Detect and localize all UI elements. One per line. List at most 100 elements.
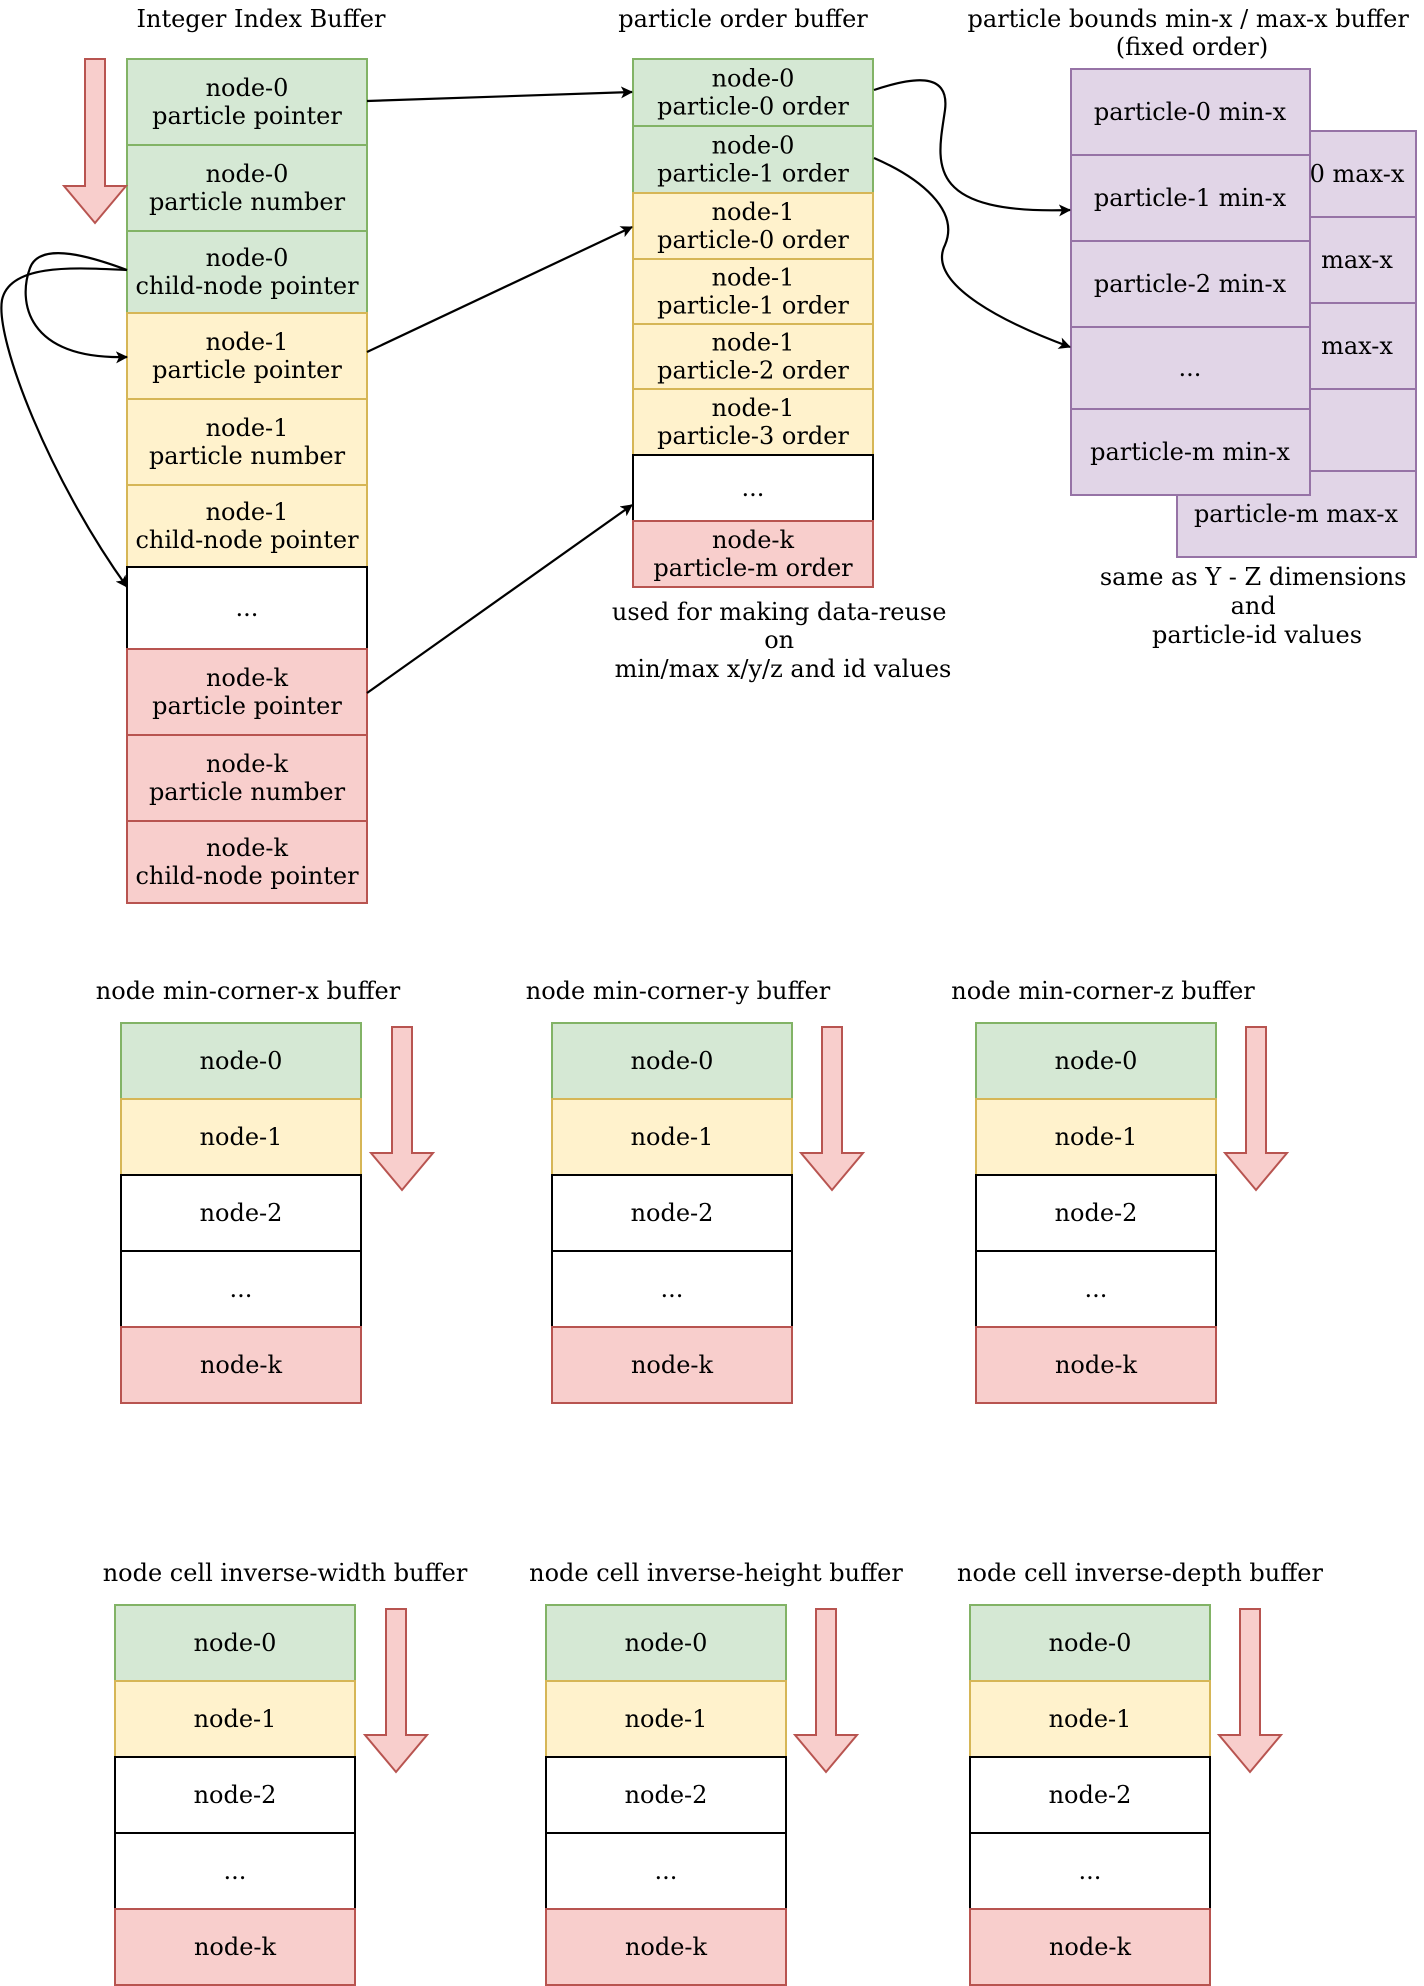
node-buffer-cell-label: node-0 xyxy=(1055,1047,1138,1075)
iib-cell-0-label: particle pointer xyxy=(152,102,342,130)
node-buffer-cell: node-1 xyxy=(114,1680,356,1758)
down-arrow-icon xyxy=(798,1026,866,1192)
node-buffer-title: node min-corner-y buffer xyxy=(526,977,831,1005)
min-x-cell-box xyxy=(1070,408,1311,496)
node-buffer-cell-label: ... xyxy=(224,1857,247,1885)
iib-cell-5-box xyxy=(126,484,368,568)
iib-cell-8-label: node-k xyxy=(206,750,289,778)
node-buffer-cell-label: node-2 xyxy=(625,1781,708,1809)
iib-cell-9-label: child-node pointer xyxy=(135,862,359,890)
iib-cell-2-label: child-node pointer xyxy=(135,272,359,300)
node-buffer-2-2: node cell inverse-depth buffernode-0node… xyxy=(957,1559,1323,1986)
link-nodek-pointer-to-order xyxy=(366,504,633,694)
node-buffer-title: node cell inverse-height buffer xyxy=(529,1559,903,1587)
node-buffer-cell: node-2 xyxy=(120,1174,362,1252)
pob-cell-3-box xyxy=(632,258,874,325)
max-x-cell-label: max-x xyxy=(1321,332,1393,360)
down-arrow-icon xyxy=(792,1608,860,1774)
node-buffer-cell: node-k xyxy=(551,1326,793,1404)
node-buffer-cell-label: node-2 xyxy=(1055,1199,1138,1227)
pob-cell-4-label: node-1 xyxy=(712,329,795,357)
node-buffer-cell-box xyxy=(120,1022,362,1100)
node-buffer-cell-box xyxy=(120,1326,362,1404)
node-buffer-cell-label: node-1 xyxy=(200,1123,283,1151)
iib-cell-8-label: particle number xyxy=(149,778,346,806)
node-buffer-cell: node-2 xyxy=(975,1174,1217,1252)
link-particle1-order-to-bounds xyxy=(873,156,1071,349)
integer-index-buffer-title: Integer Index Buffer xyxy=(137,5,386,33)
node-buffer-cell: node-1 xyxy=(975,1098,1217,1176)
node-buffer-title: node cell inverse-depth buffer xyxy=(957,1559,1323,1587)
down-arrow-icon xyxy=(362,1608,430,1774)
pob-cell-7-label: node-k xyxy=(712,526,795,554)
pob-cell-2-label: node-1 xyxy=(712,198,795,226)
iib-cell-7-label: particle pointer xyxy=(152,692,342,720)
iib-cell-4-label: particle number xyxy=(149,442,346,470)
node-buffer-cell: node-1 xyxy=(120,1098,362,1176)
node-buffer-cell: node-0 xyxy=(975,1022,1217,1100)
iib-cell-1-box xyxy=(126,144,368,232)
node-buffer-cell-box xyxy=(120,1250,362,1328)
pob-cell-1-label: node-0 xyxy=(712,132,795,160)
min-x-cell-box xyxy=(1070,240,1311,328)
link-child-pointer-to-node1 xyxy=(24,252,128,364)
node-buffer-cell-box xyxy=(114,1756,356,1834)
particle-order-buffer-title: particle order buffer xyxy=(618,5,868,33)
down-arrow-icon xyxy=(368,1026,436,1192)
pob-cell-7-label: particle-m order xyxy=(653,554,853,582)
min-x-cell-1: particle-1 min-x xyxy=(1070,154,1311,242)
node-buffer-title: node min-corner-x buffer xyxy=(96,977,401,1005)
min-x-cell-0: particle-0 min-x xyxy=(1070,68,1311,156)
node-buffer-cell-box xyxy=(551,1098,793,1176)
node-buffer-cell-label: node-0 xyxy=(200,1047,283,1075)
node-buffer-cell-label: node-1 xyxy=(631,1123,714,1151)
iib-cell-0-label: node-0 xyxy=(206,74,289,102)
node-buffer-1-0: node min-corner-x buffer node-0 node-1 node… xyxy=(96,977,436,1404)
node-buffer-cell-label: node-k xyxy=(1049,1933,1132,1961)
iib-cell-5-label: child-node pointer xyxy=(135,526,359,554)
node-buffer-cell: node-k xyxy=(969,1908,1211,1986)
node-buffer-cell: node-2 xyxy=(969,1756,1211,1834)
node-buffer-cell: node-1 xyxy=(551,1098,793,1176)
node-buffer-cell: node-2 xyxy=(545,1756,787,1834)
node-buffer-cell-box xyxy=(969,1756,1211,1834)
node-buffer-cell-box xyxy=(114,1680,356,1758)
iib-cell-7-label: node-k xyxy=(206,664,289,692)
node-buffer-cell-box xyxy=(545,1756,787,1834)
min-x-cell-label: particle-m min-x xyxy=(1090,438,1290,466)
pob-cell-6: ... xyxy=(632,454,874,522)
particle-bounds-buffer: particle bounds min-x / max-x buffer (fi… xyxy=(968,5,1417,649)
iib-cell-2-label: node-0 xyxy=(206,244,289,272)
node-buffer-cell-label: node-k xyxy=(625,1933,708,1961)
node-buffer-cell-box xyxy=(975,1022,1217,1100)
iib-cell-6: ... xyxy=(126,566,368,650)
node-buffer-cell-box xyxy=(969,1832,1211,1910)
node-buffer-title: node cell inverse-width buffer xyxy=(103,1559,468,1587)
iib-cell-9-label: node-k xyxy=(206,834,289,862)
node-buffer-cell-box xyxy=(114,1908,356,1986)
link-child-pointer-to-ellipsis xyxy=(0,267,128,588)
link-node1-pointer-to-order xyxy=(366,226,633,353)
down-arrow-icon xyxy=(1222,1026,1290,1192)
pob-cell-1-label: particle-1 order xyxy=(657,160,849,188)
link-node0-pointer-to-order xyxy=(366,86,633,103)
node-buffer-cell-label: node-k xyxy=(194,1933,277,1961)
node-buffer-title: node min-corner-z buffer xyxy=(951,977,1255,1005)
iib-cell-3-label: particle pointer xyxy=(152,356,342,384)
node-buffer-cell-label: node-0 xyxy=(631,1047,714,1075)
node-buffer-cell-box xyxy=(975,1098,1217,1176)
node-buffer-cell-label: node-k xyxy=(200,1351,283,1379)
node-buffer-1-1: node min-corner-y buffer node-0 node-1 node… xyxy=(526,977,866,1404)
node-buffer-cell-box xyxy=(545,1604,787,1682)
min-x-cell-3: ... xyxy=(1070,326,1311,410)
